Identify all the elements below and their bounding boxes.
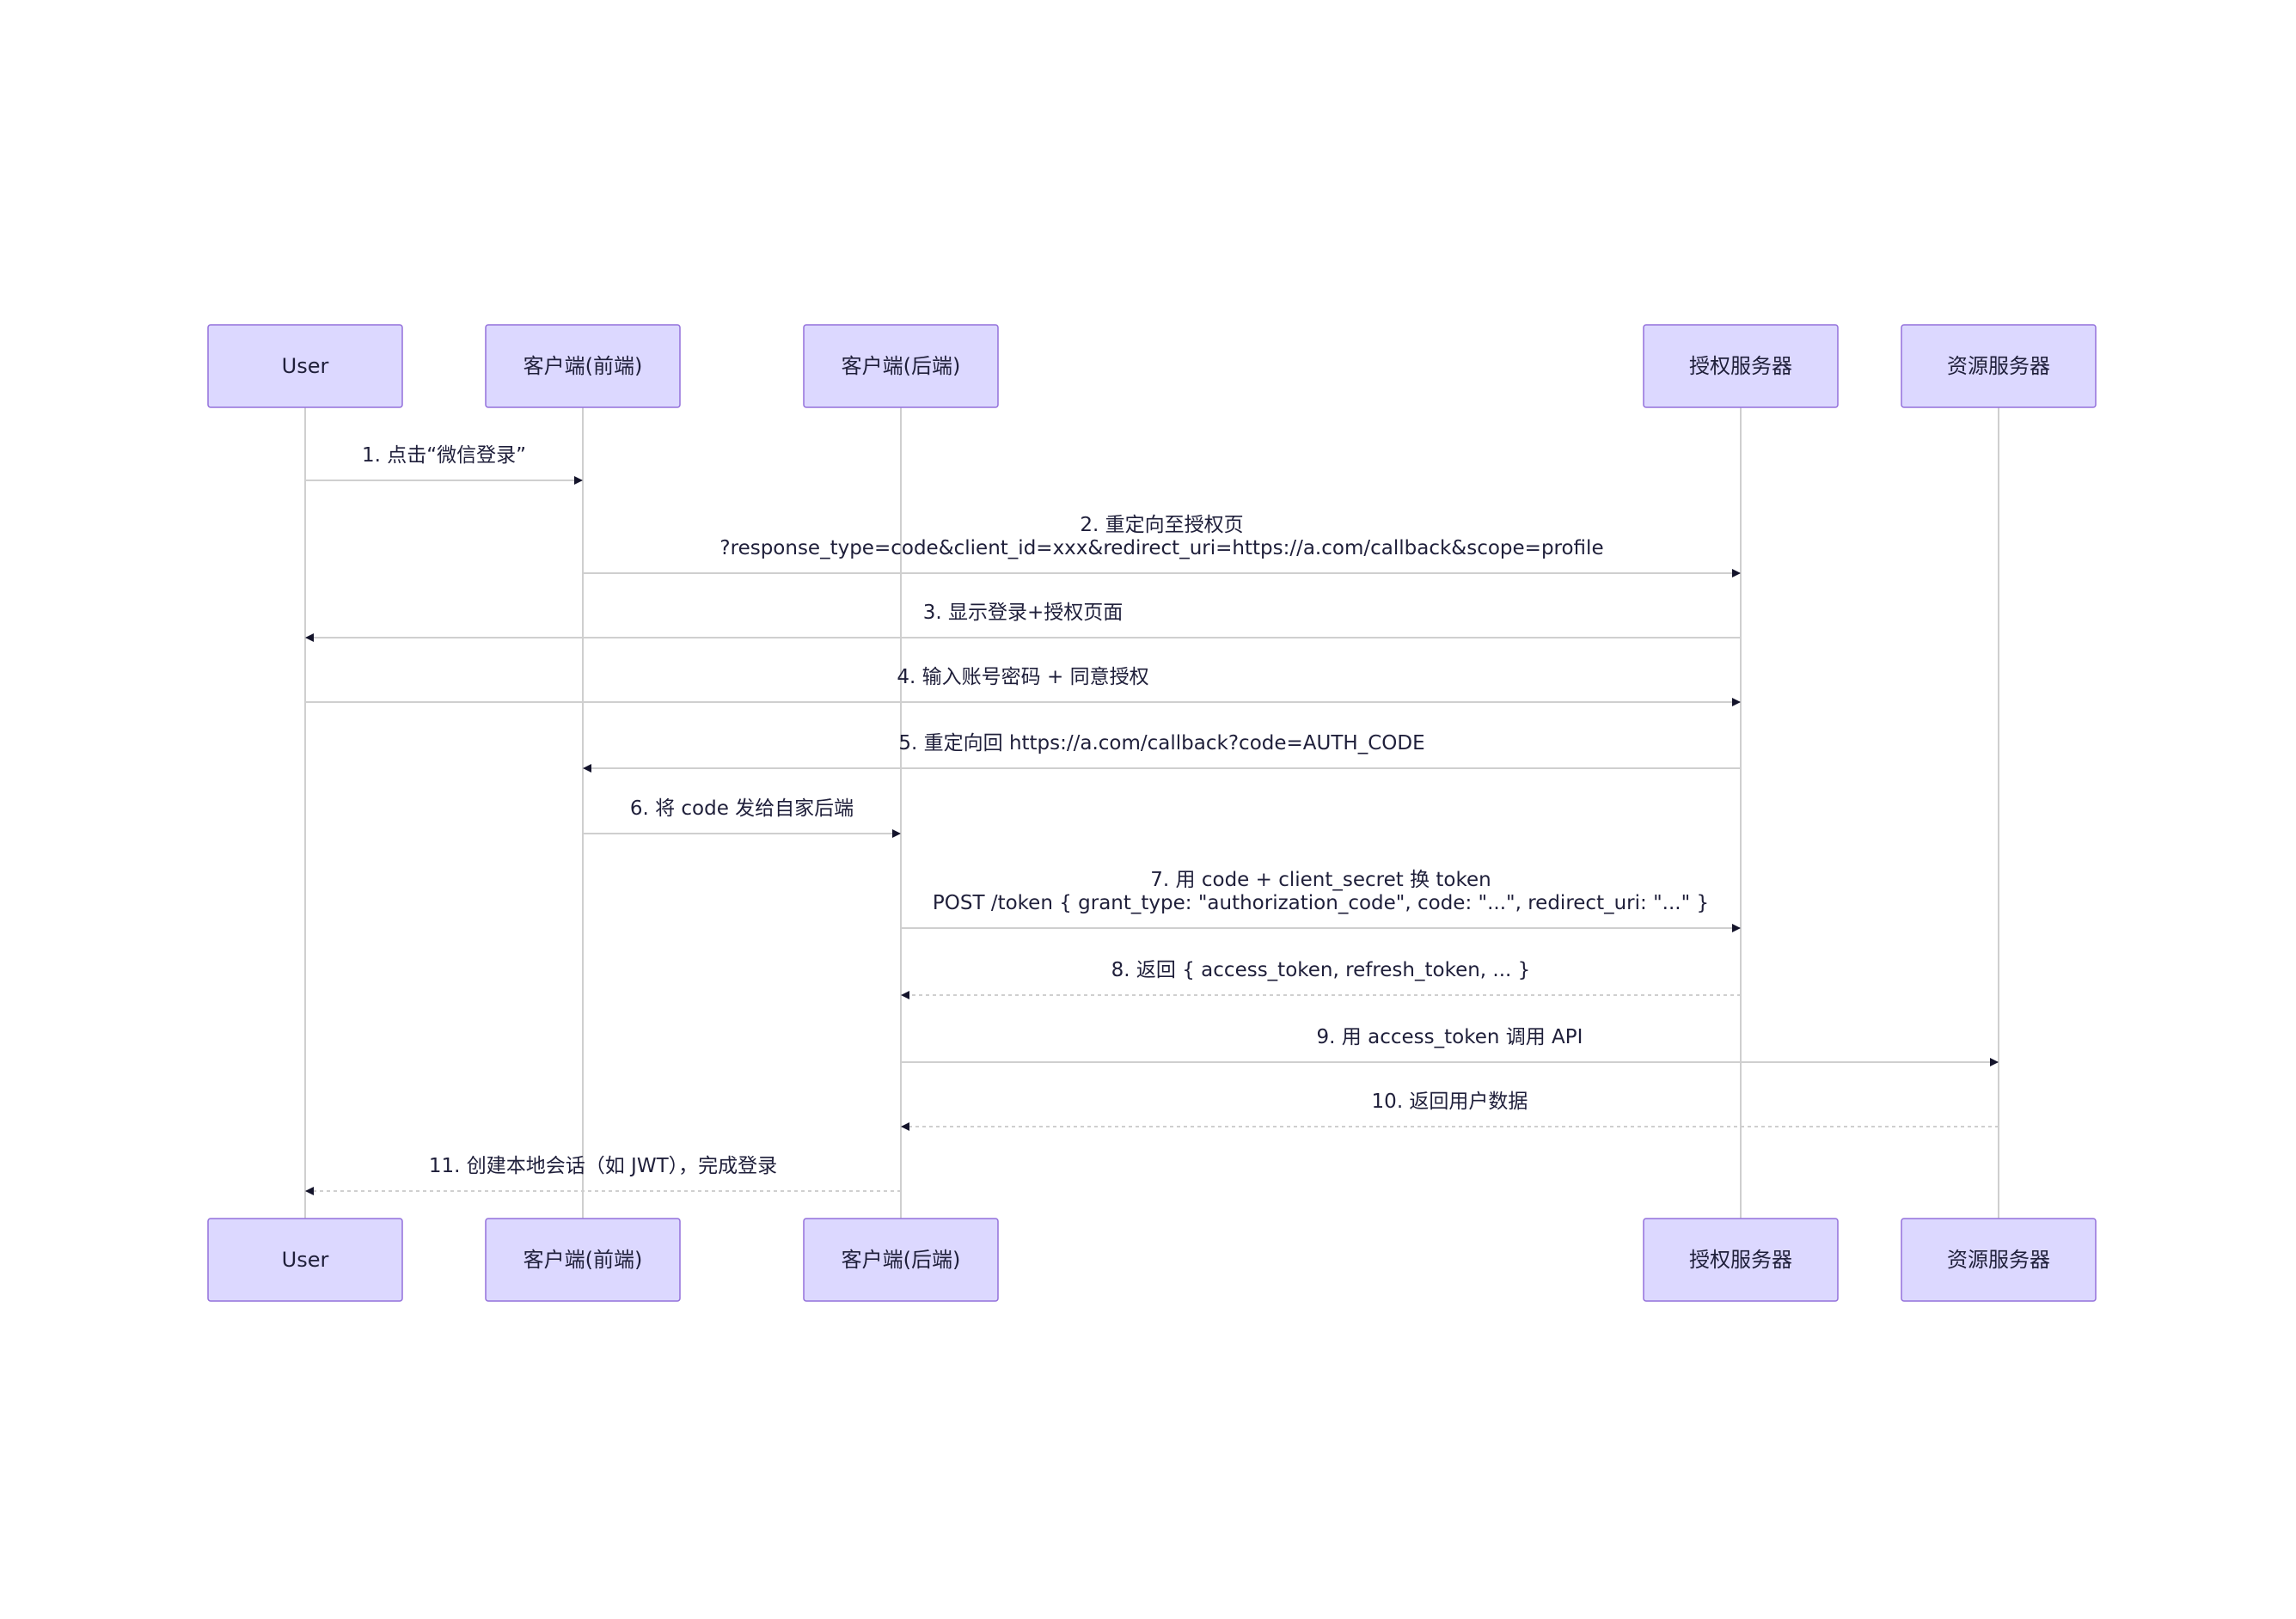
message-label: 2. 重定向至授权页	[1080, 514, 1243, 536]
actor-resource-top: 资源服务器	[1901, 324, 2097, 408]
message-label: ?response_type=code&client_id=xxx&redire…	[719, 537, 1603, 559]
actors-top: User 客户端(前端) 客户端(后端) 授权服务器 资源服务器	[207, 324, 2097, 408]
message-label: 7. 用 code + client_secret 换 token	[1150, 869, 1491, 891]
actor-backend-top: 客户端(后端)	[803, 324, 999, 408]
actor-box	[1901, 1218, 2097, 1302]
actor-label: User	[282, 354, 329, 378]
message-label: 6. 将 code 发给自家后端	[630, 797, 854, 820]
message-label: 3. 显示登录+授权页面	[923, 602, 1124, 624]
message-label: 10. 返回用户数据	[1372, 1091, 1528, 1113]
message-1: 1. 点击“微信登录”	[305, 444, 583, 485]
actor-frontend-bottom: 客户端(前端)	[485, 1218, 681, 1302]
actor-user-bottom: User	[207, 1218, 403, 1302]
actor-auth-top: 授权服务器	[1643, 324, 1839, 408]
actor-user-top: User	[207, 324, 403, 408]
actor-label: 授权服务器	[1689, 1248, 1792, 1272]
actor-box	[207, 1218, 403, 1302]
message-2: 2. 重定向至授权页?response_type=code&client_id=…	[583, 514, 1741, 577]
lifelines	[304, 407, 1999, 1219]
message-label: 5. 重定向回 https://a.com/callback?code=AUTH…	[898, 732, 1424, 755]
actor-auth-bottom: 授权服务器	[1643, 1218, 1839, 1302]
message-8: 8. 返回 { access_token, refresh_token, ...…	[901, 959, 1741, 999]
message-label: 4. 输入账号密码 + 同意授权	[897, 666, 1148, 688]
actors-bottom: User 客户端(前端) 客户端(后端) 授权服务器 资源服务器	[207, 1218, 2097, 1302]
message-label: POST /token { grant_type: "authorization…	[933, 892, 1709, 914]
actor-label: 资源服务器	[1947, 1248, 2050, 1272]
actor-box	[1643, 1218, 1839, 1302]
message-11: 11. 创建本地会话（如 JWT），完成登录	[305, 1155, 901, 1195]
message-label: 8. 返回 { access_token, refresh_token, ...…	[1111, 959, 1531, 981]
actor-label: 客户端(前端)	[523, 1248, 643, 1272]
actor-label: 授权服务器	[1689, 354, 1792, 378]
message-6: 6. 将 code 发给自家后端	[583, 797, 901, 838]
message-3: 3. 显示登录+授权页面	[305, 602, 1741, 642]
actor-label: 客户端(后端)	[842, 354, 961, 378]
message-10: 10. 返回用户数据	[901, 1091, 1999, 1131]
actor-box	[803, 1218, 999, 1302]
message-9: 9. 用 access_token 调用 API	[901, 1026, 1999, 1066]
actor-box	[803, 324, 999, 408]
message-label: 1. 点击“微信登录”	[362, 444, 526, 467]
actor-box	[207, 324, 403, 408]
actor-label: User	[282, 1248, 329, 1272]
message-label: 9. 用 access_token 调用 API	[1317, 1026, 1583, 1048]
messages: 1. 点击“微信登录” 2. 重定向至授权页?response_type=code…	[305, 444, 1999, 1195]
message-4: 4. 输入账号密码 + 同意授权	[305, 666, 1741, 706]
actor-resource-bottom: 资源服务器	[1901, 1218, 2097, 1302]
actor-frontend-top: 客户端(前端)	[485, 324, 681, 408]
actor-backend-bottom: 客户端(后端)	[803, 1218, 999, 1302]
message-label: 11. 创建本地会话（如 JWT），完成登录	[429, 1155, 777, 1177]
actor-label: 客户端(前端)	[523, 354, 643, 378]
actor-label: 客户端(后端)	[842, 1248, 961, 1272]
actor-box	[485, 324, 681, 408]
message-5: 5. 重定向回 https://a.com/callback?code=AUTH…	[583, 732, 1741, 773]
actor-box	[485, 1218, 681, 1302]
actor-box	[1643, 324, 1839, 408]
actor-box	[1901, 324, 2097, 408]
actor-label: 资源服务器	[1947, 354, 2050, 378]
